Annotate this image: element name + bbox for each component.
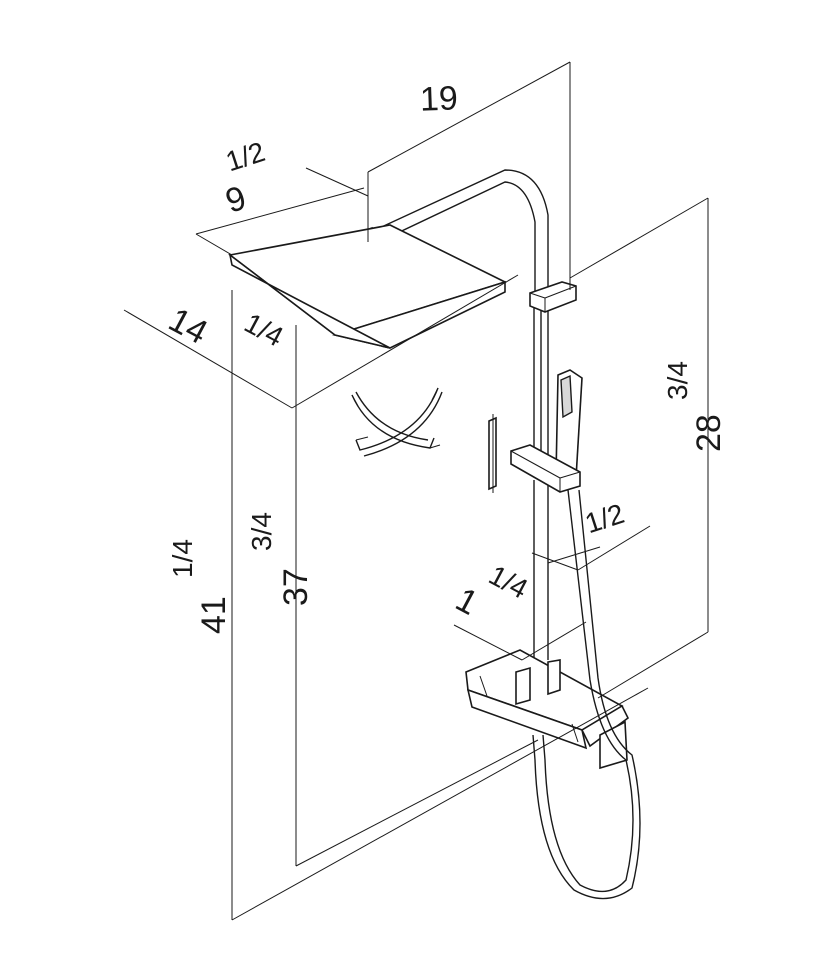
dim-valve-depth-whole: 1 [450,580,485,622]
seal-rings-part [351,387,443,457]
dimension-labels: 19 1/2 9 14 1/4 1/4 41 3/4 37 3/4 28 1/2… [162,79,728,634]
dim-head-height-fraction: 3/4 [246,512,277,551]
dim-head-width-whole: 9 [221,179,251,221]
dim-head-depth-whole: 14 [162,301,213,352]
dim-rail-height-fraction: 3/4 [662,361,693,400]
dim-head-depth-fraction: 1/4 [239,307,288,353]
rain-shower-head [228,224,508,349]
thermostatic-valve [465,649,630,770]
riser-rail [533,295,549,660]
shower-hose [532,489,641,900]
dim-total-height-fraction: 1/4 [167,539,198,578]
dim-valve-depth-fraction: 1/4 [484,559,533,605]
dim-reach-whole: 19 [419,79,458,118]
dim-rail-height-whole: 28 [690,414,728,452]
dim-head-height-whole: 37 [277,568,315,606]
dim-reach-fraction: 1/2 [222,136,269,178]
dim-total-height-whole: 41 [195,596,233,634]
wall-bracket-part [488,414,497,493]
rail-joint-collar [529,281,577,313]
wall-outline [231,295,649,921]
slider-bracket [510,444,581,493]
hand-shower [555,369,583,488]
dimension-lines [123,61,709,699]
dim-valve-offset-fraction: 1/2 [581,498,628,540]
